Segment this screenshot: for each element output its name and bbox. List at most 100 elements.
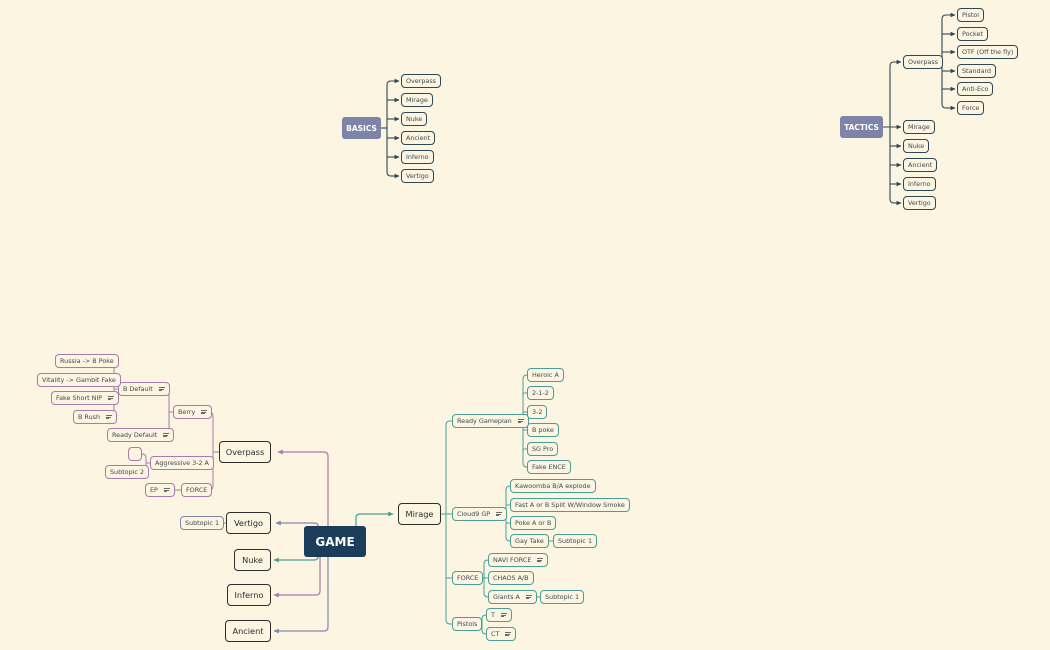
- node-label: Berry: [178, 408, 196, 416]
- heroic-a-node[interactable]: Heroic A: [527, 368, 564, 382]
- tactics-root-node[interactable]: TACTICS: [840, 116, 883, 138]
- pistols-node[interactable]: Pistols: [452, 617, 483, 631]
- tactics-standard-node[interactable]: Standard: [957, 64, 997, 78]
- ready-gameplan-node[interactable]: Ready Gameplan: [452, 414, 529, 428]
- tactics-anti-eco-node[interactable]: Anti-Eco: [957, 82, 994, 96]
- node-label: Force: [962, 104, 980, 112]
- ep-node[interactable]: EP: [145, 483, 175, 497]
- subtopic-2-node[interactable]: Subtopic 2: [105, 465, 150, 479]
- node-label: Overpass: [225, 447, 265, 457]
- node-label: Subtopic 1: [185, 519, 220, 527]
- tactics-force-node[interactable]: Force: [957, 101, 985, 115]
- node-label: Inferno: [406, 153, 429, 161]
- basics-root-node[interactable]: BASICS: [342, 117, 381, 139]
- game-mirage-node[interactable]: Mirage: [398, 503, 441, 525]
- fake-ence-node[interactable]: Fake ENCE: [527, 460, 571, 474]
- cloud9-gp-node[interactable]: Cloud9 GP: [452, 507, 508, 521]
- fast-a-or-b-split-node[interactable]: Fast A or B Split W/Window Smoke: [510, 498, 630, 512]
- node-label: FORCE: [186, 486, 208, 494]
- note-icon: [163, 432, 170, 438]
- node-label: B Default: [123, 385, 153, 393]
- navi-force-node[interactable]: NAVI FORCE: [488, 553, 549, 567]
- tactics-pistol-node[interactable]: Pistol: [957, 8, 985, 22]
- aggressive-3-2-a-node[interactable]: Aggressive 3-2 A: [150, 456, 214, 470]
- t-node[interactable]: T: [486, 608, 512, 622]
- node-label: Standard: [962, 67, 992, 75]
- game-nuke-node[interactable]: Nuke: [234, 549, 271, 571]
- b-rush-node[interactable]: B Rush: [73, 410, 117, 424]
- node-label: Kawoomba B/A explode: [515, 482, 591, 490]
- tactics-overpass-node[interactable]: Overpass: [903, 55, 944, 69]
- basics-label: BASICS: [346, 123, 377, 133]
- node-label: Nuke: [406, 115, 423, 123]
- basics-mirage-node[interactable]: Mirage: [401, 93, 433, 107]
- node-label: Ancient: [908, 161, 933, 169]
- mirage-force-node[interactable]: FORCE: [452, 571, 484, 585]
- note-icon: [108, 395, 115, 401]
- game-overpass-node[interactable]: Overpass: [219, 441, 271, 463]
- game-root-node[interactable]: GAME: [304, 526, 366, 557]
- tactics-label: TACTICS: [844, 122, 879, 132]
- 2-1-2-node[interactable]: 2-1-2: [527, 386, 554, 400]
- node-label: Subtopic 2: [110, 468, 145, 476]
- node-label: Mirage: [908, 123, 930, 131]
- tactics-mirage-node[interactable]: Mirage: [903, 120, 935, 134]
- game-ancient-node[interactable]: Ancient: [225, 620, 271, 642]
- tactics-otf-node[interactable]: OTF (Off the fly): [957, 45, 1019, 59]
- sg-pro-node[interactable]: SG Pro: [527, 442, 559, 456]
- b-poke-node[interactable]: B poke: [527, 423, 559, 437]
- node-label: Subtopic 1: [558, 537, 593, 545]
- tactics-pocket-node[interactable]: Pocket: [957, 27, 988, 41]
- 3-2-node[interactable]: 3-2: [527, 405, 548, 419]
- chaos-a-b-node[interactable]: CHAOS A/B: [488, 571, 534, 585]
- node-label: Vertigo: [406, 172, 429, 180]
- game-label: GAME: [315, 534, 355, 549]
- kawoomba-node[interactable]: Kawoomba B/A explode: [510, 479, 596, 493]
- game-vertigo-node[interactable]: Vertigo: [226, 512, 271, 534]
- node-label: Ready Gameplan: [457, 417, 512, 425]
- node-label: Vitality -> Gambit Fake: [42, 376, 116, 384]
- node-label: 3-2: [532, 408, 543, 416]
- poke-a-or-b-node[interactable]: Poke A or B: [510, 516, 557, 530]
- note-icon: [517, 418, 524, 424]
- node-label: Fast A or B Split W/Window Smoke: [515, 501, 625, 509]
- basics-vertigo-node[interactable]: Vertigo: [401, 169, 434, 183]
- note-icon: [537, 557, 544, 563]
- tactics-vertigo-node[interactable]: Vertigo: [903, 196, 936, 210]
- overpass-force-node[interactable]: FORCE: [181, 483, 213, 497]
- ct-node[interactable]: CT: [486, 627, 517, 641]
- note-icon: [496, 511, 503, 517]
- vitality-gambit-fake-node[interactable]: Vitality -> Gambit Fake: [37, 373, 121, 387]
- node-label: EP: [150, 486, 158, 494]
- node-label: Pistol: [962, 11, 980, 19]
- b-default-node[interactable]: B Default: [118, 382, 170, 396]
- giants-subtopic-1-node[interactable]: Subtopic 1: [540, 590, 585, 604]
- note-icon: [106, 414, 112, 420]
- node-label: T: [491, 611, 495, 619]
- basics-ancient-node[interactable]: Ancient: [401, 131, 436, 145]
- node-label: NAVI FORCE: [493, 556, 532, 564]
- ready-default-node[interactable]: Ready Default: [107, 428, 175, 442]
- node-label: FORCE: [457, 574, 479, 582]
- gay-take-node[interactable]: Gay Take: [510, 534, 549, 548]
- node-label: Pocket: [962, 30, 983, 38]
- berry-node[interactable]: Berry: [173, 405, 213, 419]
- fake-short-nip-node[interactable]: Fake Short NIP: [51, 391, 120, 405]
- tactics-nuke-node[interactable]: Nuke: [903, 139, 930, 153]
- tactics-ancient-node[interactable]: Ancient: [903, 158, 938, 172]
- basics-nuke-node[interactable]: Nuke: [401, 112, 428, 126]
- russia-b-poke-node[interactable]: Russia -> B Poke: [55, 354, 119, 368]
- basics-inferno-node[interactable]: Inferno: [401, 150, 434, 164]
- giants-a-node[interactable]: Giants A: [488, 590, 537, 604]
- node-label: B poke: [532, 426, 554, 434]
- empty-topic-node[interactable]: [128, 447, 142, 461]
- note-icon: [500, 612, 507, 618]
- node-label: Gay Take: [515, 537, 544, 545]
- basics-overpass-node[interactable]: Overpass: [401, 74, 442, 88]
- tactics-inferno-node[interactable]: Inferno: [903, 177, 936, 191]
- game-inferno-node[interactable]: Inferno: [227, 584, 271, 606]
- vertigo-subtopic-1-node[interactable]: Subtopic 1: [180, 516, 225, 530]
- node-label: Nuke: [908, 142, 925, 150]
- node-label: Inferno: [908, 180, 931, 188]
- gay-take-subtopic-1-node[interactable]: Subtopic 1: [553, 534, 598, 548]
